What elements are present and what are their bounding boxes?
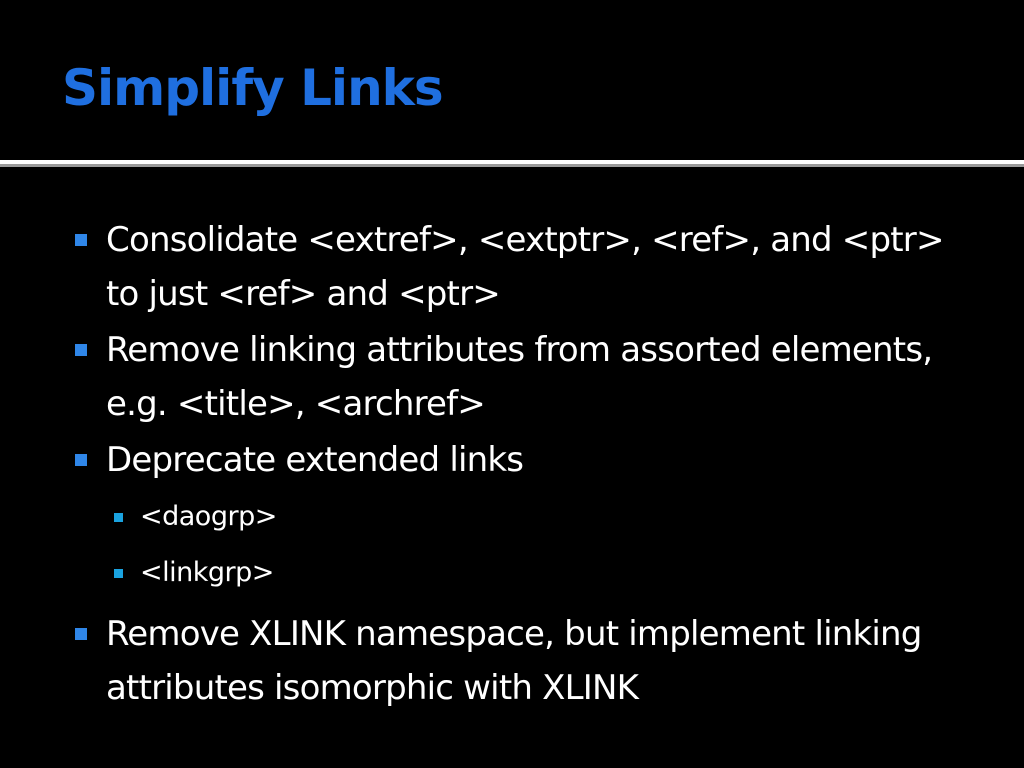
- bullet-item-remove-xlink: Remove XLINK namespace, but implement li…: [72, 607, 952, 715]
- title-divider-shadow: [0, 164, 1024, 167]
- square-bullet-icon: [75, 454, 87, 466]
- sub-bullet-text: <linkgrp>: [140, 557, 274, 588]
- sub-bullet-list: <daogrp> <linkgrp>: [106, 489, 952, 601]
- square-bullet-icon: [75, 234, 87, 246]
- square-bullet-icon: [75, 628, 87, 640]
- square-bullet-icon: [75, 344, 87, 356]
- sub-bullet-text: <daogrp>: [140, 501, 277, 532]
- bullet-text: Remove XLINK namespace, but implement li…: [106, 614, 922, 708]
- sub-bullet-item-daogrp: <daogrp>: [106, 489, 952, 545]
- small-square-bullet-icon: [114, 569, 123, 578]
- title-bar: Simplify Links: [0, 0, 1024, 160]
- bullet-item-deprecate: Deprecate extended links <daogrp> <linkg…: [72, 433, 952, 601]
- slide-title: Simplify Links: [62, 59, 444, 117]
- bullet-text: Remove linking attributes from assorted …: [106, 330, 933, 424]
- slide-content: Consolidate <extref>, <extptr>, <ref>, a…: [0, 167, 1024, 768]
- bullet-text: Deprecate extended links: [106, 440, 524, 480]
- bullet-text: Consolidate <extref>, <extptr>, <ref>, a…: [106, 220, 944, 314]
- sub-bullet-item-linkgrp: <linkgrp>: [106, 545, 952, 601]
- bullet-list: Consolidate <extref>, <extptr>, <ref>, a…: [72, 213, 952, 717]
- small-square-bullet-icon: [114, 513, 123, 522]
- bullet-item-consolidate: Consolidate <extref>, <extptr>, <ref>, a…: [72, 213, 952, 321]
- title-divider: [0, 160, 1024, 164]
- bullet-item-remove-attributes: Remove linking attributes from assorted …: [72, 323, 952, 431]
